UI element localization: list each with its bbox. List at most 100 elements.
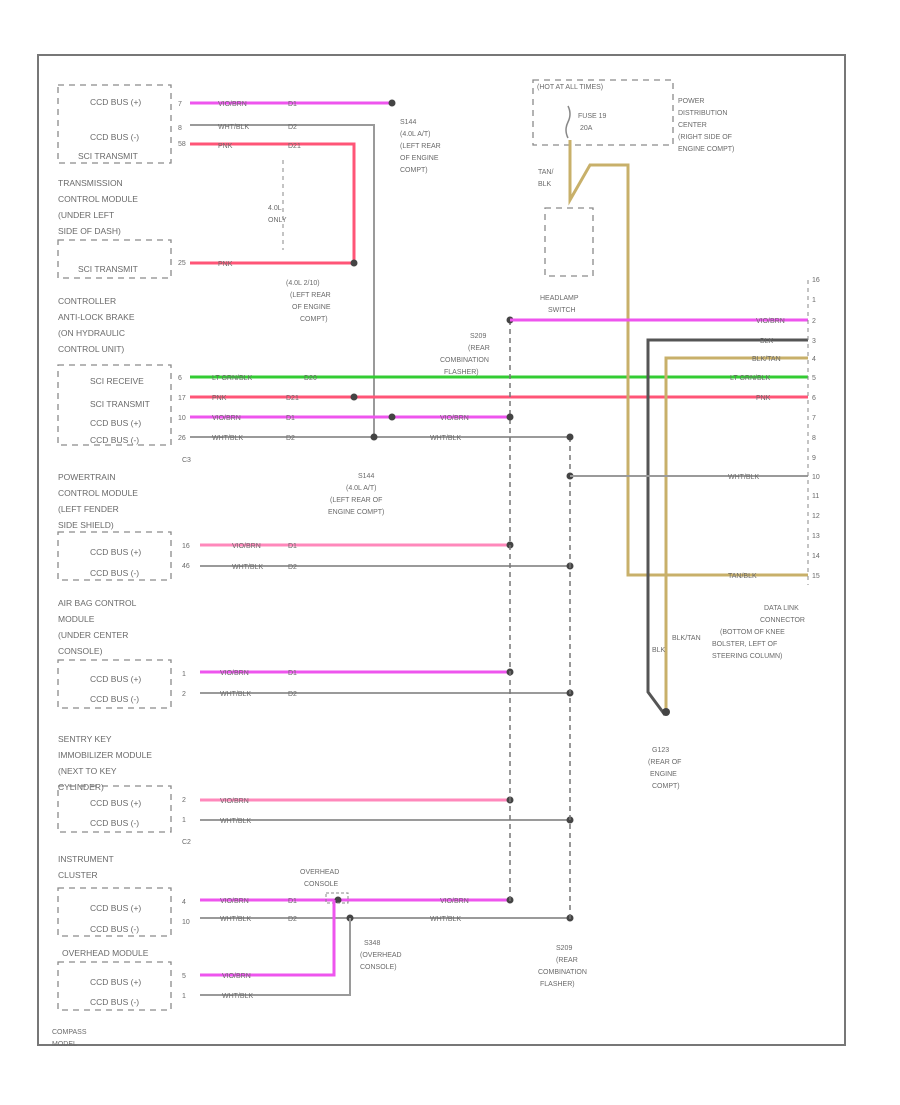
s144-mid-4: ENGINE COMPT) [328, 509, 384, 516]
only-label-2: ONLY [268, 217, 287, 224]
cluster-name-1: INSTRUMENT [58, 854, 114, 864]
pcm-pin-num-1: 16 [182, 543, 190, 550]
label-d1-3: D1 [288, 543, 297, 550]
cluster-name-2: CLUSTER [58, 870, 98, 880]
label-blk-tan-1: BLK/TAN [752, 356, 781, 363]
s134-3: OF ENGINE [292, 304, 331, 311]
label-wht-blk-9: WHT/BLK [222, 993, 253, 1000]
label-d1-5: D1 [288, 898, 297, 905]
s144-top-2: (4.0L A/T) [400, 131, 430, 138]
abs-connector: C3 [182, 457, 191, 464]
overhead-pin-2: CCD BUS (-) [90, 997, 139, 1007]
label-vio-brn-2: VIO/BRN [212, 415, 241, 422]
dlc-pin-6: 6 [812, 395, 816, 402]
tcm-name-2: CONTROL MODULE [58, 194, 138, 204]
skim-name-3: (NEXT TO KEY [58, 766, 117, 776]
tan-blk-2: BLK [538, 181, 552, 188]
abs-pin-num-1: 6 [178, 375, 182, 382]
transmission-module: CCD BUS (+) CCD BUS (-) SCI TRANSMIT SCI… [57, 84, 186, 279]
overhead-pin-num-2: 1 [182, 993, 186, 1000]
abs-pin-4: CCD BUS (-) [90, 435, 139, 445]
skim-pin-2: CCD BUS (-) [90, 818, 139, 828]
pcm-name-1: POWERTRAIN [58, 472, 115, 482]
skim-connector: C2 [182, 839, 191, 846]
dlc-name-1: DATA LINK [764, 605, 799, 612]
label-d2-4: D2 [288, 691, 297, 698]
abs-pin-2: SCI TRANSMIT [90, 399, 150, 409]
headlamp-switch-1: HEADLAMP [540, 295, 579, 302]
label-d1-2: D1 [286, 415, 295, 422]
cluster-pin-2: CCD BUS (-) [90, 924, 139, 934]
ground-1: G123 [652, 747, 669, 754]
s144-top-1: S144 [400, 119, 416, 126]
cluster-pin-num-2: 10 [182, 919, 190, 926]
fuse-20a: 20A [580, 125, 593, 132]
dlc-pin-7: 7 [812, 415, 816, 422]
label-d20-1: D20 [304, 375, 317, 382]
ground-2: (REAR OF [648, 759, 681, 766]
label-blk-tan-2: BLK/TAN [672, 635, 701, 642]
headlamp-switch-2: SWITCH [548, 307, 576, 314]
s144-mid-3: (LEFT REAR OF [330, 497, 382, 504]
label-lt-grn-blk-2: LT GRN/BLK [730, 375, 771, 382]
label-vio-brn-1: VIO/BRN [218, 101, 247, 108]
abs-name-3: (ON HYDRAULIC [58, 328, 125, 338]
footer-line-2: MODEL [52, 1041, 77, 1048]
s348-2: (OVERHEAD [360, 952, 402, 959]
label-blk-2: BLK [652, 647, 666, 654]
label-d1-1: D1 [288, 101, 297, 108]
ground-4: COMPT) [652, 783, 680, 790]
s144-mid-1: S144 [358, 473, 374, 480]
s348-1: S348 [364, 940, 380, 947]
dlc-pin-13: 13 [812, 533, 820, 540]
diagram-frame [37, 54, 846, 1046]
s144-top-3: (LEFT REAR [400, 143, 441, 150]
label-pnk-3: PNK [212, 395, 227, 402]
hot-at-all-times: (HOT AT ALL TIMES) [537, 84, 603, 91]
label-vio-brn-3: VIO/BRN [440, 415, 469, 422]
pcm-module: POWERTRAIN CONTROL MODULE (LEFT FENDER S… [57, 472, 190, 581]
tcm-name-3: (UNDER LEFT [58, 210, 114, 220]
tcm-pin-num-4: 25 [178, 260, 186, 267]
tcm-pin-1-name: CCD BUS (+) [90, 97, 141, 107]
pdc-5: ENGINE COMPT) [678, 146, 734, 153]
dlc-pin-10: 10 [812, 474, 820, 481]
label-tan-blk-dlc: TAN/BLK [728, 573, 757, 580]
dlc-pin-4: 4 [812, 356, 816, 363]
label-lt-grn-blk-1: LT GRN/BLK [212, 375, 253, 382]
abs-pin-num-3: 10 [178, 415, 186, 422]
s209-top-1: S209 [470, 333, 486, 340]
pdc-2: DISTRIBUTION [678, 110, 727, 117]
label-vio-brn-8: VIO/BRN [440, 898, 469, 905]
skim-module: SENTRY KEY IMMOBILIZER MODULE (NEXT TO K… [57, 734, 191, 846]
overhead-pin-num-1: 5 [182, 973, 186, 980]
dlc-name-5: STEERING COLUMN) [712, 653, 782, 660]
s144-mid-2: (4.0L A/T) [346, 485, 376, 492]
pcm-name-4: SIDE SHIELD) [58, 520, 114, 530]
tcm-name-4: SIDE OF DASH) [58, 226, 121, 236]
pcm-pin-1: CCD BUS (+) [90, 547, 141, 557]
label-pnk-1: PNK [218, 143, 233, 150]
s134-1: (4.0L 2/10) [286, 280, 320, 287]
airbag-name-1: AIR BAG CONTROL [58, 598, 137, 608]
abs-module: CONTROLLER ANTI-LOCK BRAKE (ON HYDRAULIC… [57, 296, 191, 464]
wire-dlc-blk [646, 338, 808, 716]
label-wht-blk-1: WHT/BLK [218, 124, 249, 131]
abs-name-2: ANTI-LOCK BRAKE [58, 312, 135, 322]
skim-name-1: SENTRY KEY [58, 734, 112, 744]
cluster-pin-1: CCD BUS (+) [90, 903, 141, 913]
s209-top-4: FLASHER) [444, 369, 479, 376]
pcm-pin-num-2: 46 [182, 563, 190, 570]
tcm-pin-num-1: 7 [178, 101, 182, 108]
tan-blk-1: TAN/ [538, 169, 553, 176]
s348-3: CONSOLE) [360, 964, 397, 971]
tcm-pin-4-name: SCI TRANSMIT [78, 264, 138, 274]
fuse-19: FUSE 19 [578, 113, 607, 120]
skim-name-4: CYLINDER) [58, 782, 104, 792]
s209-bottom-2: (REAR [556, 957, 578, 964]
airbag-name-4: CONSOLE) [58, 646, 103, 656]
label-vio-brn-7: VIO/BRN [220, 898, 249, 905]
skim-pin-num-1: 2 [182, 797, 186, 804]
abs-pin-num-4: 26 [178, 435, 186, 442]
